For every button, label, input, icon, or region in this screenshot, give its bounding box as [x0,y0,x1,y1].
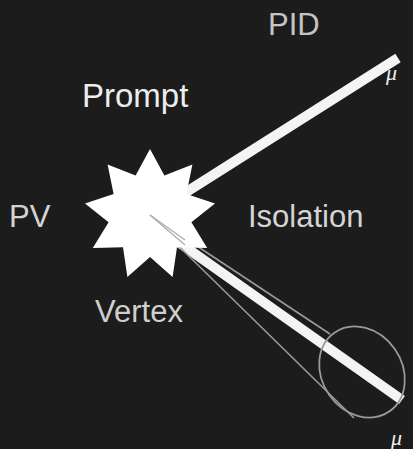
muon-symbol: μ [391,427,402,449]
isolation-label: Isolation [248,201,363,232]
prompt-label: Prompt [82,79,188,112]
isolation-cone-base [302,310,413,435]
pid-label: PID [268,9,320,40]
muon-symbol: μ [386,62,397,84]
vertex-label: Vertex [95,296,183,327]
pv-label: PV [9,201,50,232]
muon-track [150,222,402,400]
primary-vertex-star [85,149,215,277]
cone-inner-line [150,215,185,245]
